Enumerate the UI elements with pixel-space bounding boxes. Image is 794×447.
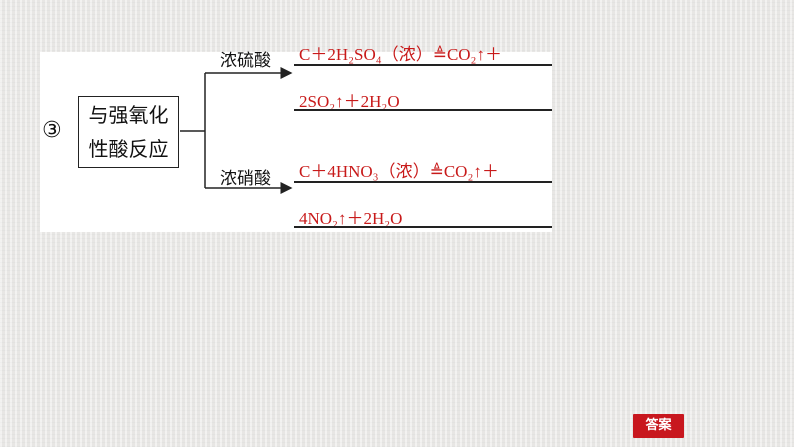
branch-label-nitric: 浓硝酸 [220,169,271,189]
answer-underline-4 [294,226,552,228]
formula-sulfuric-line-2: 2SO₂↑＋2H₂O [299,92,400,111]
branch-label-sulfuric: 浓硫酸 [220,51,271,71]
answer-underline-2 [294,109,552,111]
answer-underline-3 [294,181,552,183]
formula-sulfuric-line-1: C＋2H₂SO₄（浓）≜CO₂↑＋ [299,45,502,64]
item-number: ③ [42,118,62,143]
formula-nitric-line-1: C＋4HNO₃（浓）≜CO₂↑＋ [299,162,499,181]
topic-line-2: 性酸反应 [88,137,169,161]
topic-line-1: 与强氧化 [88,103,169,127]
answer-button[interactable]: 答案 [633,414,684,438]
topic-box: 与强氧化 性酸反应 [78,96,179,168]
formula-nitric-line-2: 4NO₂↑＋2H₂O [299,209,403,228]
answer-underline-1 [294,64,552,66]
